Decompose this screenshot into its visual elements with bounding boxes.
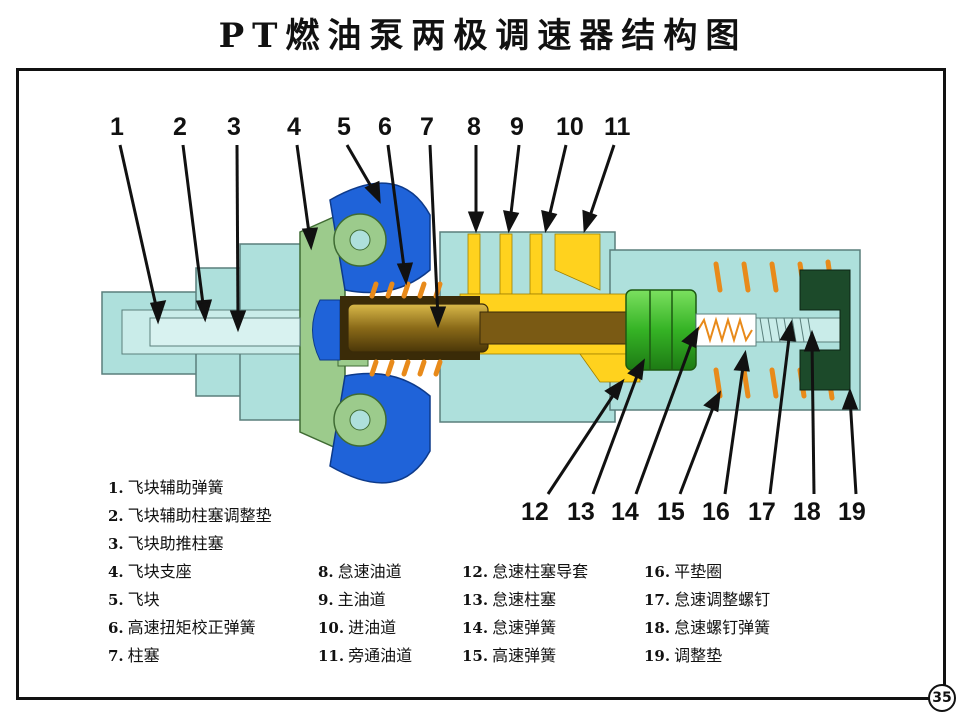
callout-1: 1 (110, 113, 124, 141)
legend-item: 18.怠速螺钉弹簧 (644, 618, 771, 637)
callout-17: 17 (748, 498, 776, 526)
legend-item: 3.飞块助推柱塞 (108, 534, 224, 553)
callout-6: 6 (378, 113, 392, 141)
callout-5: 5 (337, 113, 351, 141)
legend-item: 6.高速扭矩校正弹簧 (108, 618, 256, 637)
plunger (149, 296, 631, 360)
legend-column-2: 8.怠速油道 9.主油道 10.进油道 11.旁通油道 (318, 558, 412, 670)
callout-13: 13 (567, 498, 595, 526)
callout-numbers: 1 2 3 4 5 6 7 8 9 10 11 12 13 14 15 16 1… (110, 113, 866, 526)
legend-item: 4.飞块支座 (108, 562, 192, 581)
callout-2: 2 (173, 113, 187, 141)
legend-item: 11.旁通油道 (318, 646, 413, 665)
callout-3: 3 (227, 113, 241, 141)
callout-19: 19 (838, 498, 866, 526)
legend-column-4: 16.平垫圈 17.怠速调整螺钉 18.怠速螺钉弹簧 19.调整垫 (644, 558, 770, 670)
legend-item: 7.柱塞 (108, 646, 160, 665)
legend-column-1: 1.飞块辅助弹簧 2.飞块辅助柱塞调整垫 3.飞块助推柱塞 4.飞块支座 5.飞… (108, 474, 272, 670)
legend-item: 9.主油道 (318, 590, 386, 609)
legend-column-3: 12.怠速柱塞导套 13.怠速柱塞 14.怠速弹簧 15.高速弹簧 (462, 558, 588, 670)
page-title: PT燃油泵两极调速器结构图 (218, 16, 748, 56)
legend-item: 10.进油道 (318, 618, 397, 637)
legend-item: 13.怠速柱塞 (462, 590, 557, 609)
legend-item: 15.高速弹簧 (462, 646, 557, 665)
callout-14: 14 (611, 498, 639, 526)
legend-item: 5.飞块 (108, 590, 160, 609)
legend-item: 17.怠速调整螺钉 (644, 590, 771, 609)
page-number-badge: 35 (928, 684, 956, 712)
callout-9: 9 (510, 113, 524, 141)
legend-item: 1.飞块辅助弹簧 (108, 478, 224, 497)
callout-7: 7 (420, 113, 434, 141)
legend-item: 8.怠速油道 (318, 562, 402, 581)
callout-12: 12 (521, 498, 549, 526)
legend-item: 12.怠速柱塞导套 (462, 562, 589, 581)
callout-11: 11 (604, 113, 631, 141)
callout-10: 10 (556, 113, 584, 141)
callout-8: 8 (467, 113, 481, 141)
legend-item: 14.怠速弹簧 (462, 618, 557, 637)
callout-15: 15 (657, 498, 685, 526)
idle-spring (695, 313, 757, 347)
callout-18: 18 (793, 498, 821, 526)
callout-16: 16 (702, 498, 730, 526)
diagram-frame (16, 68, 946, 700)
legend-item: 2.飞块辅助柱塞调整垫 (108, 506, 272, 525)
legend-item: 19.调整垫 (644, 646, 723, 665)
callout-4: 4 (287, 113, 301, 141)
leader-lines (118, 144, 859, 495)
legend-item: 16.平垫圈 (644, 562, 723, 581)
